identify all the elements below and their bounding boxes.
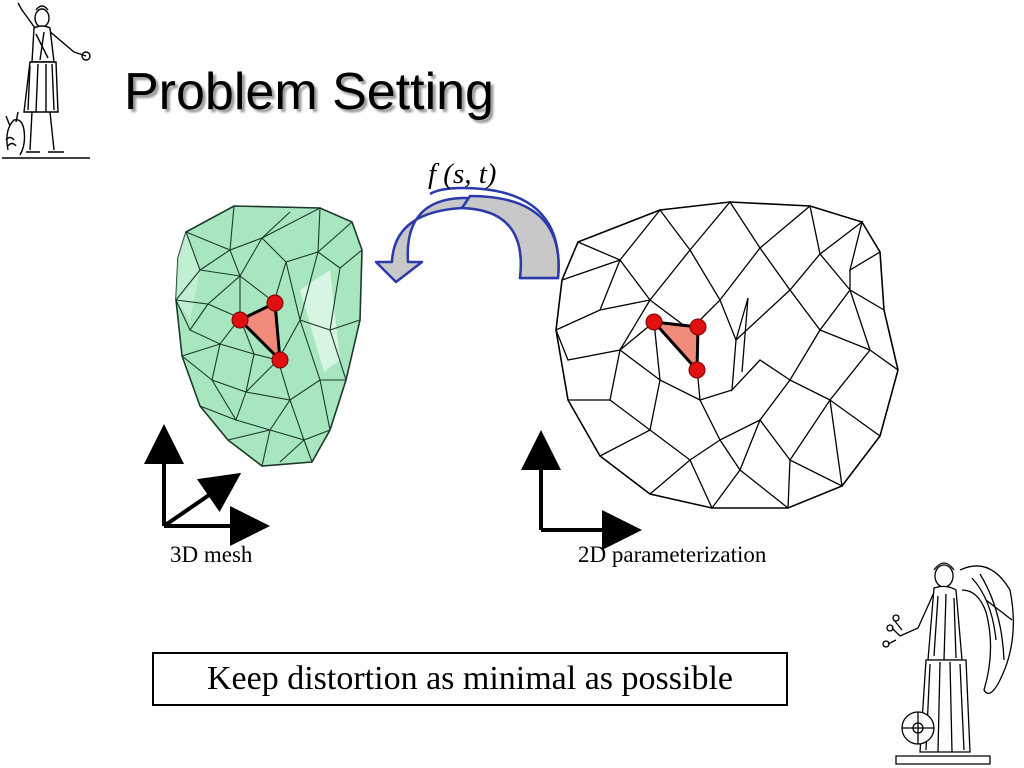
mesh-3d: [174, 205, 363, 467]
classical-figure-icon: [2, 2, 91, 159]
caption-3d-mesh: 3D mesh: [170, 542, 253, 567]
mapping-arrow-icon: [374, 186, 560, 284]
mesh-2d-highlight: [645, 313, 707, 379]
winged-figure-icon: [882, 562, 1014, 765]
mesh-2d-vertex: [688, 361, 706, 379]
mesh-3d-vertex: [271, 351, 289, 369]
mapping-formula: f (s, t): [428, 158, 497, 190]
axes-3d-icon: [144, 424, 270, 546]
mesh-2d-outline: [555, 201, 899, 509]
slide-title: Problem Setting: [124, 63, 494, 121]
mesh-2d: [555, 200, 899, 510]
distortion-note-text: Keep distortion as minimal as possible: [207, 660, 733, 697]
mesh-3d-vertex: [231, 311, 249, 329]
mesh-2d-triangle: [650, 320, 700, 374]
mesh-3d-vertex: [266, 294, 284, 312]
axes-2d-icon: [521, 430, 642, 550]
mesh-2d-vertex: [689, 318, 707, 336]
mesh-3d-triangle: [237, 300, 282, 364]
mesh-2d-vertex: [645, 313, 663, 331]
caption-2d-parameterization: 2D parameterization: [578, 542, 767, 567]
distortion-note: Keep distortion as minimal as possible: [152, 652, 788, 706]
